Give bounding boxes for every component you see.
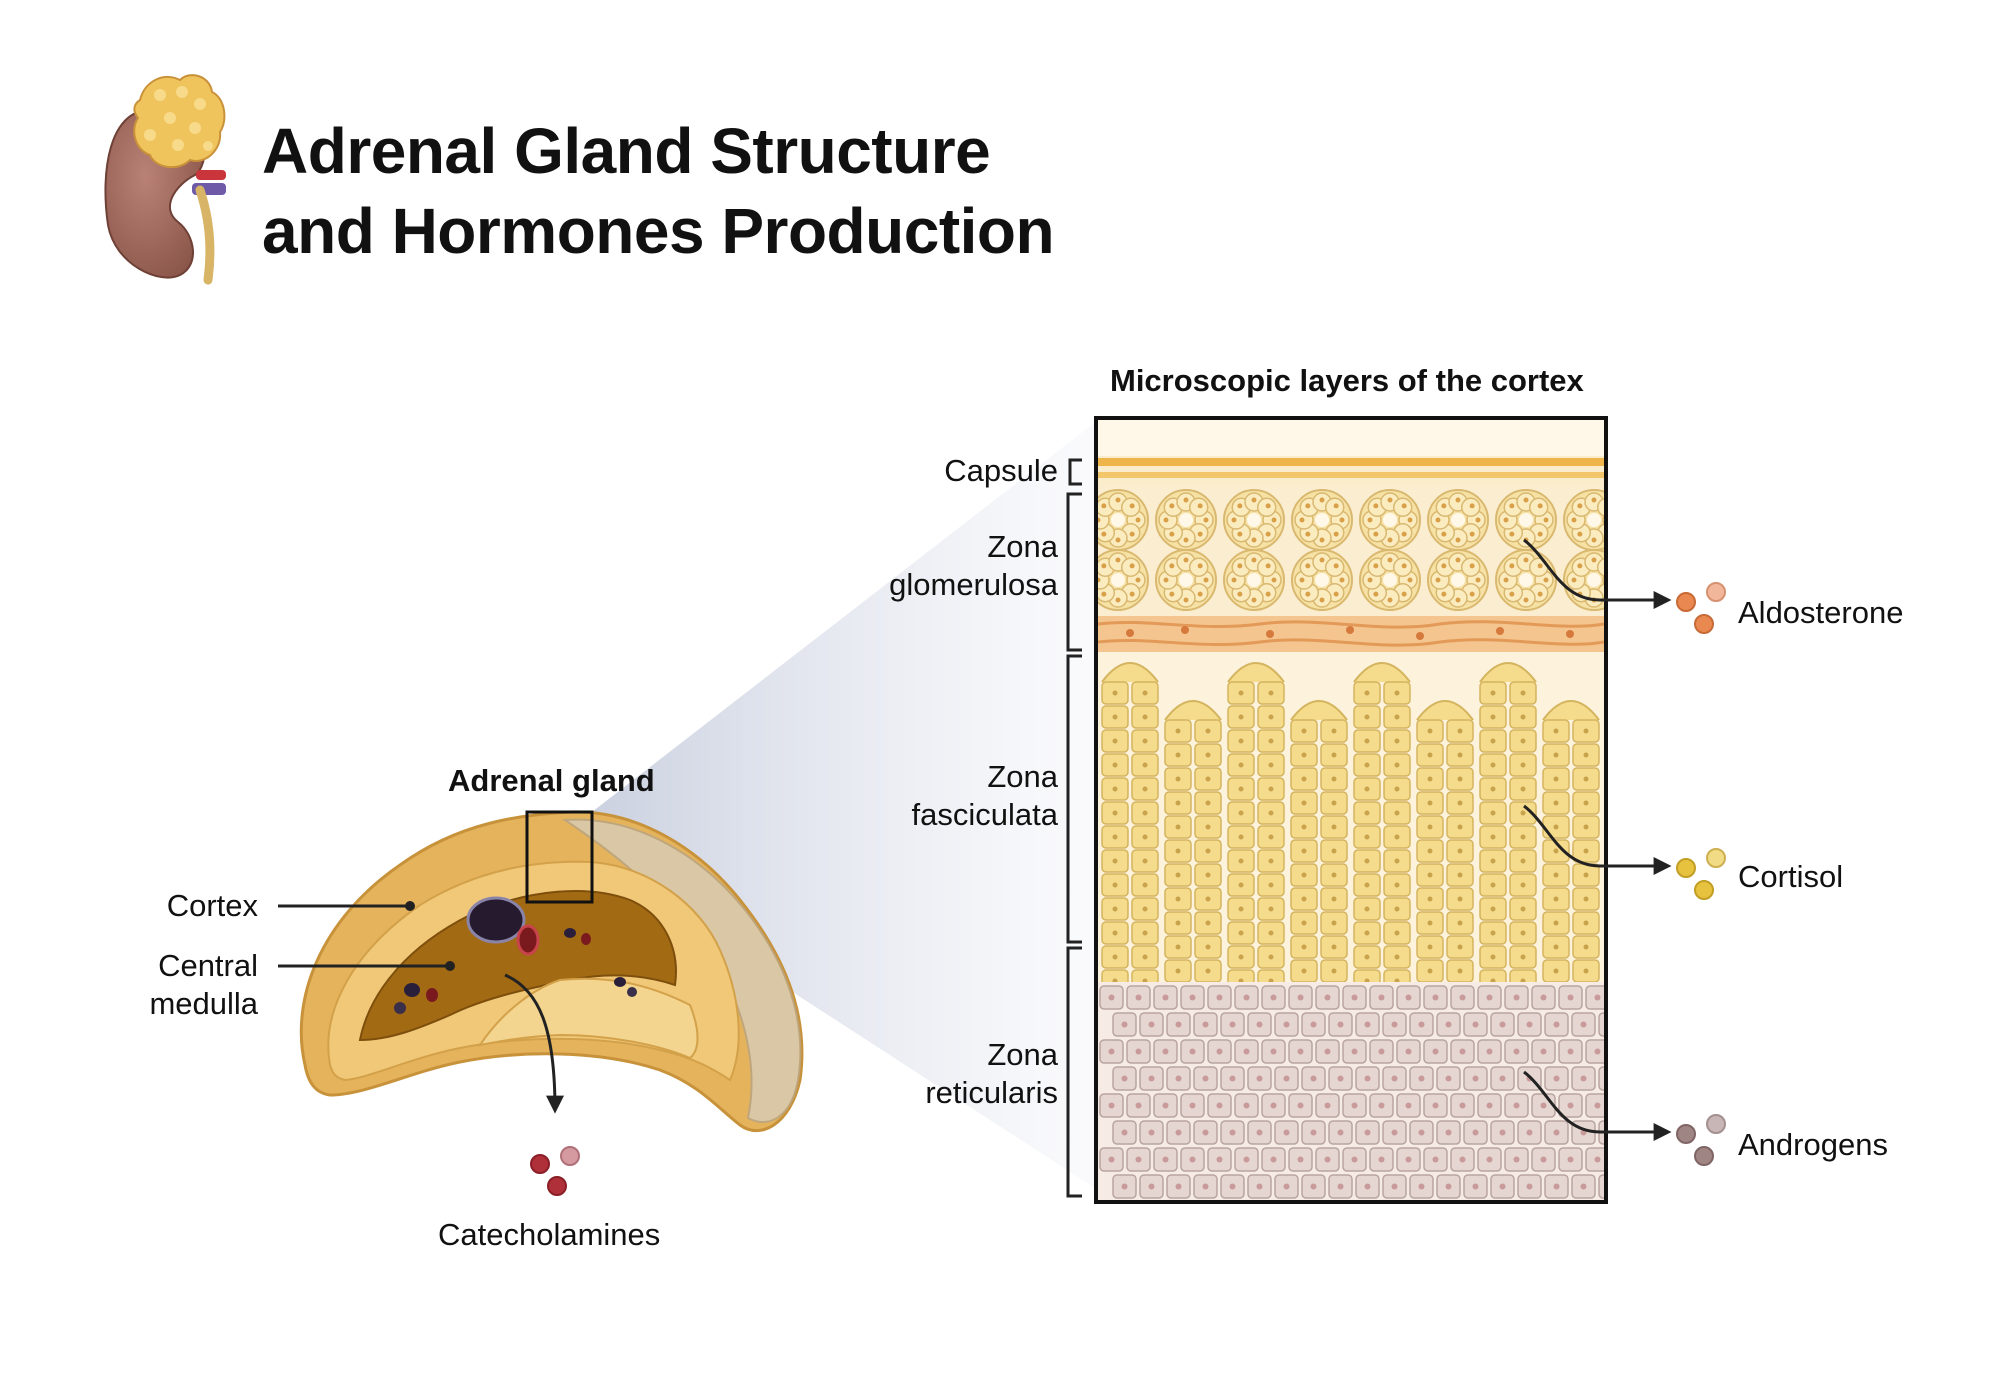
fasciculata-label-line1: Zona [987, 759, 1058, 794]
aldosterone-molecule-icon [1676, 582, 1726, 634]
reticularis-label-line2: reticularis [925, 1075, 1058, 1110]
zoom-projection [592, 420, 1098, 1190]
layer-brackets [1066, 458, 1082, 1198]
medulla-label-line2: medulla [149, 986, 258, 1021]
glomerulosa-label-line2: glomerulosa [889, 567, 1058, 602]
androgens-label: Androgens [1738, 1127, 1888, 1162]
hormone-arrows [1523, 538, 1672, 1141]
cortisol-label: Cortisol [1738, 859, 1844, 894]
fasciculata-label-line2: fasciculata [911, 797, 1058, 832]
glomerulosa-label-line1: Zona [987, 529, 1058, 564]
medulla-label-line1: Central [158, 948, 258, 983]
catecholamines-label: Catecholamines [438, 1217, 661, 1252]
zoom-box [525, 810, 594, 904]
cortisol-molecule-icon [1676, 848, 1726, 900]
cortex-layers-panel [1098, 420, 1604, 1200]
catecholamine-molecule-icon [530, 1146, 580, 1196]
reticularis-label-line1: Zona [987, 1037, 1058, 1072]
aldosterone-label: Aldosterone [1738, 595, 1904, 630]
cortex-label: Cortex [166, 888, 258, 923]
gland-heading: Adrenal gland [448, 763, 655, 798]
page-title-line2: and Hormones Production [262, 195, 1055, 267]
adrenal-gland-cross-section [299, 810, 804, 1133]
arrow-icon [504, 973, 564, 1114]
glomerulosa-layer [1098, 486, 1604, 652]
kidney-adrenal-icon [104, 74, 226, 285]
page-title-line1: Adrenal Gland Structure [262, 115, 991, 187]
androgens-molecule-icon [1676, 1114, 1726, 1166]
fasciculata-layer [1098, 652, 1604, 993]
cortex-panel-heading: Microscopic layers of the cortex [1110, 363, 1584, 398]
capsule-label: Capsule [944, 453, 1058, 488]
reticularis-layer [1098, 982, 1604, 1200]
